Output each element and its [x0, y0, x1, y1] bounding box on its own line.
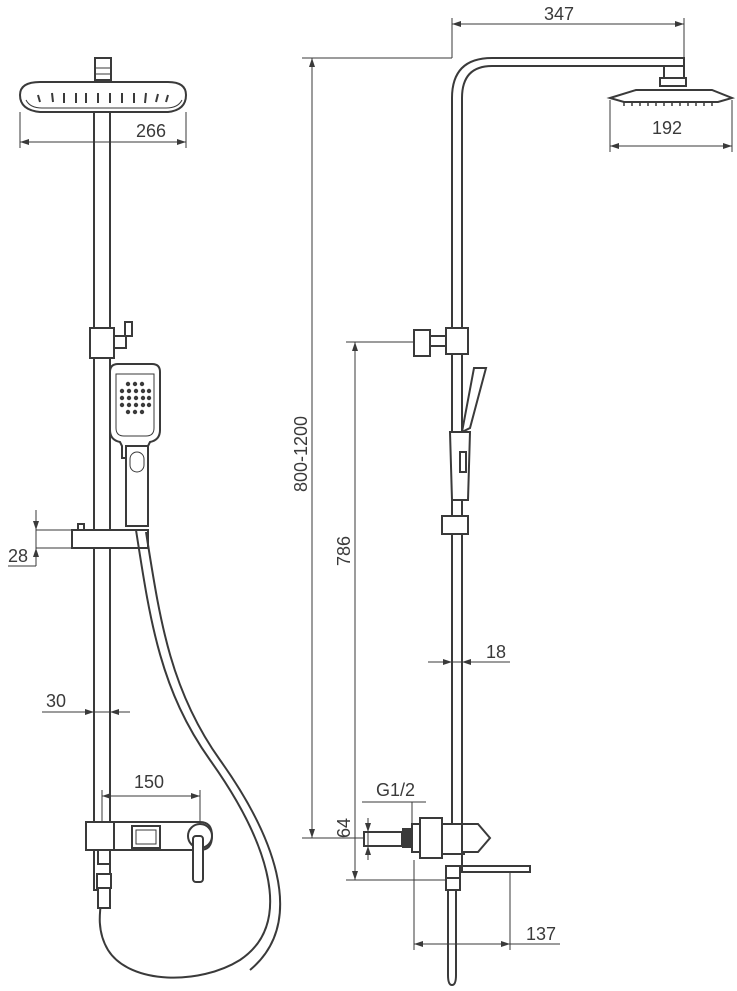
dim-height-range: 800-1200: [291, 416, 311, 492]
dim-thread: G1/2: [376, 780, 415, 800]
front-hose: [98, 529, 272, 979]
dim-outlet-137: 137: [526, 924, 556, 944]
front-shower-head: [18, 81, 188, 113]
side-hand-shower: [448, 367, 488, 501]
dim-arm-length: 347: [544, 4, 574, 24]
front-head-connector: [94, 57, 112, 81]
dim-pipe-width: 30: [46, 691, 66, 711]
front-mixer: [85, 821, 214, 909]
dim-pipe-18: 18: [486, 642, 506, 662]
front-hand-shower: [109, 363, 161, 527]
side-slider: [441, 515, 469, 535]
dim-height-64: 64: [334, 818, 354, 838]
dim-head-width-front: 266: [136, 121, 166, 141]
side-riser-arm: [451, 57, 685, 830]
side-shower-head: [606, 89, 736, 106]
side-mixer: [363, 817, 531, 987]
dim-slider-height: 28: [8, 546, 28, 566]
dim-height-786: 786: [334, 536, 354, 566]
front-riser-pipe: [93, 99, 111, 891]
side-diverter: [413, 327, 469, 357]
dim-mixer-width: 150: [134, 772, 164, 792]
dim-head-diameter-side: 192: [652, 118, 682, 138]
side-view: 347 192 18: [291, 4, 736, 987]
front-view: 266 28: [8, 57, 282, 979]
front-diverter: [89, 321, 133, 359]
